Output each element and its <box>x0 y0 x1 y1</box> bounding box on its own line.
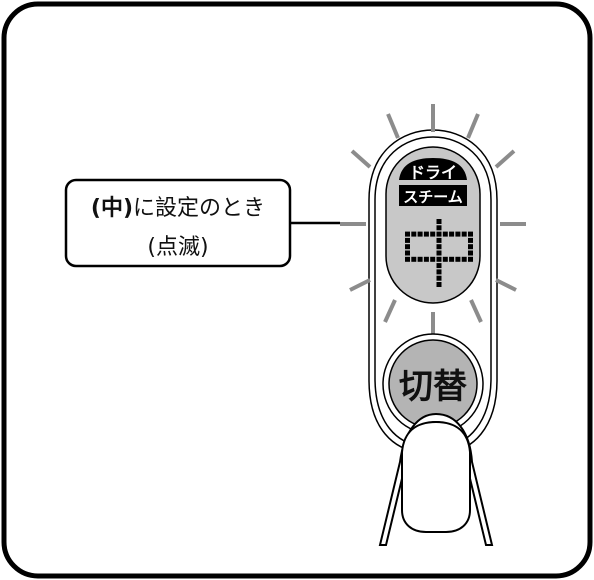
glyph-dot <box>417 231 423 237</box>
glyph-dot <box>436 269 442 275</box>
glyph-dot <box>405 231 410 237</box>
glyph-dot <box>423 231 429 237</box>
glyph-dot <box>417 256 423 262</box>
glyph-dot <box>436 225 442 231</box>
glyph-dot <box>442 256 448 262</box>
panel-outline <box>368 129 498 453</box>
switch-button-label: 切替 <box>399 367 467 407</box>
mode-label-bottom: スチーム <box>403 188 463 206</box>
glyph-dot <box>430 231 436 237</box>
callout-setting-level: (中) <box>90 196 134 221</box>
glyph-dot <box>455 231 461 237</box>
glyph-dot <box>468 231 473 237</box>
glyph-dot <box>405 256 410 262</box>
glyph-dot <box>468 237 473 243</box>
glyph-dot <box>436 256 442 262</box>
glyph-dot <box>405 250 410 256</box>
glyph-dot <box>442 231 448 237</box>
glyph-dot <box>468 250 473 256</box>
mode-tag-top <box>399 158 467 180</box>
glyph-dot <box>411 231 417 237</box>
glyph-dot <box>411 256 417 262</box>
glyph-dot <box>449 231 455 237</box>
glyph-dot <box>436 231 442 237</box>
glyph-dot <box>468 244 473 250</box>
glyph-dot <box>436 275 442 281</box>
glyph-dot <box>430 256 436 262</box>
blink-rays-icon <box>340 104 526 338</box>
callout-line-1: (中)に設定のとき <box>62 190 294 222</box>
callout-line-2: (点滅) <box>147 235 209 260</box>
glyph-dot <box>405 237 410 243</box>
mode-label-top: ドライ <box>409 163 457 182</box>
fingernail <box>401 420 471 533</box>
glyph-dot <box>423 256 429 262</box>
glyph-dot <box>436 250 442 256</box>
glyph-dot <box>405 244 410 250</box>
glyph-dot <box>436 282 442 287</box>
glyph-dot <box>455 256 461 262</box>
glyph-dot <box>436 219 442 224</box>
panel-outline-inner <box>374 136 492 447</box>
level-indicator-glyph <box>405 219 473 287</box>
glyph-dot <box>436 244 442 250</box>
mode-tag-bottom <box>399 185 467 206</box>
glyph-dot <box>461 231 467 237</box>
glyph-dot <box>436 263 442 269</box>
glyph-dot <box>449 256 455 262</box>
glyph-dot <box>468 256 473 262</box>
glyph-dot <box>461 256 467 262</box>
glyph-dot <box>436 237 442 243</box>
callout-condition: に設定のとき <box>133 196 266 221</box>
